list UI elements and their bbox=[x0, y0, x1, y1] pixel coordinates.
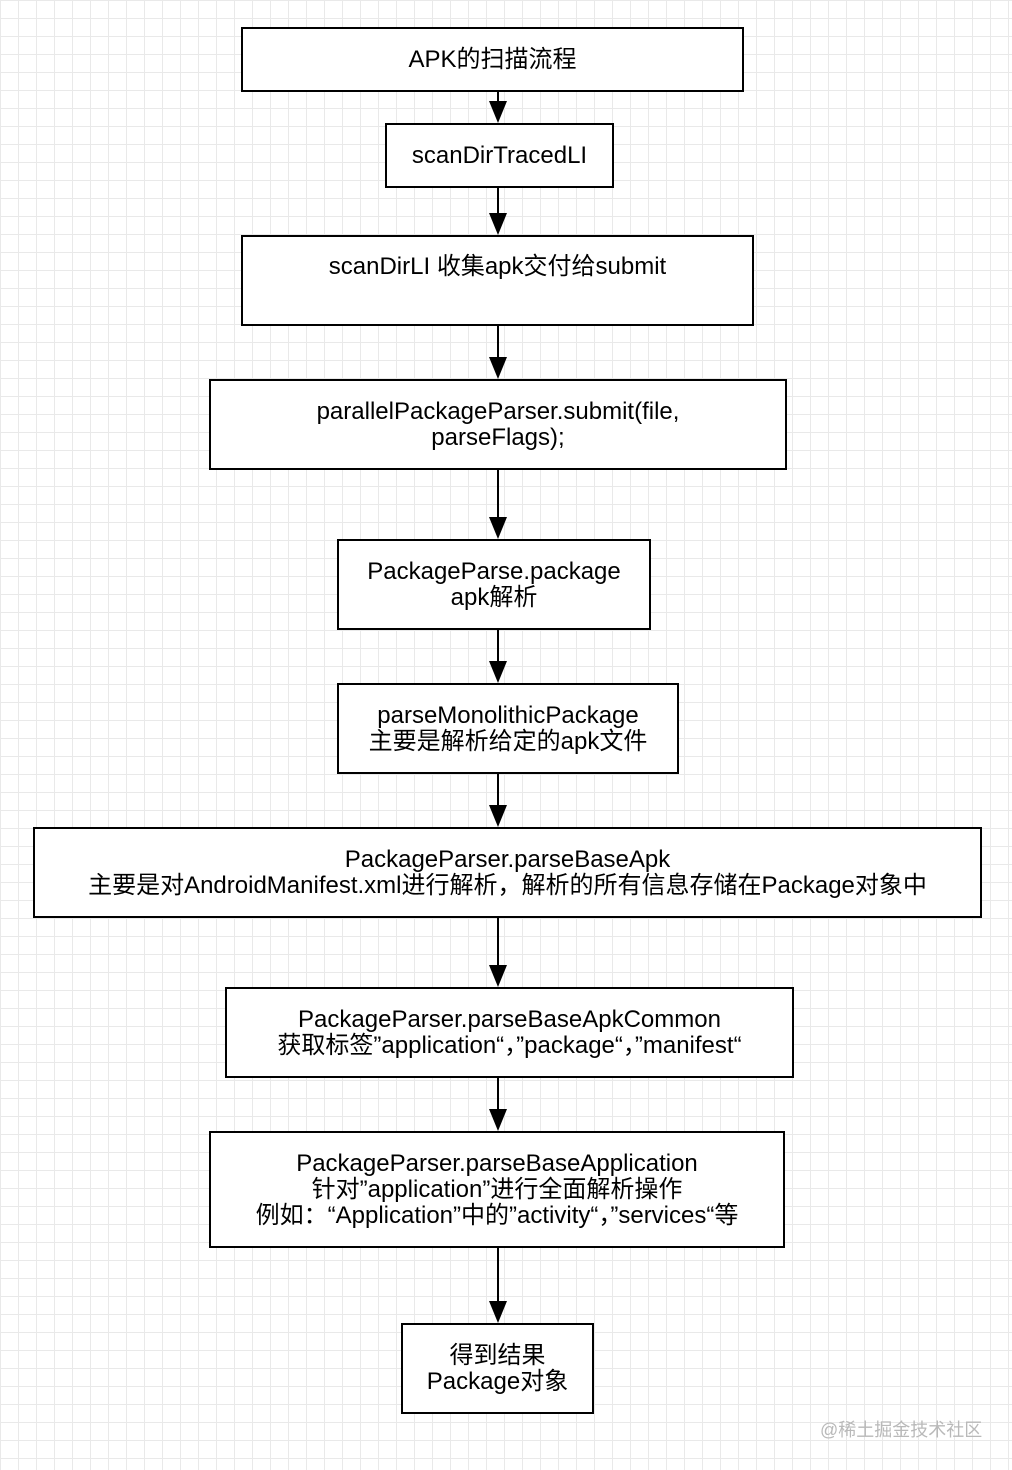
apk-scan-process-node: APK的扫描流程 bbox=[241, 27, 744, 92]
result-package-object-label-line: 得到结果 bbox=[449, 1341, 546, 1369]
parse-base-apk-label-line: 主要是对AndroidManifest.xml进行解析，解析的所有信息存储在Pa… bbox=[88, 871, 927, 899]
parallel-package-parser-submit-label-line: parseFlags); bbox=[431, 423, 565, 451]
arrow-parse-monolithic-package-to-parse-base-apk bbox=[489, 774, 507, 827]
parallel-package-parser-submit-node: parallelPackageParser.submit(file,parseF… bbox=[209, 379, 787, 470]
arrowhead-icon bbox=[489, 965, 507, 987]
scan-dir-traced-li-node: scanDirTracedLI bbox=[385, 123, 614, 188]
arrowhead-icon bbox=[489, 1301, 507, 1323]
scan-dir-li-label-line: scanDirLI 收集apk交付给submit bbox=[328, 253, 667, 280]
scan-dir-traced-li-label-line: scanDirTracedLI bbox=[411, 141, 588, 169]
parallel-package-parser-submit-label-line: parallelPackageParser.submit(file, bbox=[316, 397, 680, 425]
parse-base-application-label-line: PackageParser.parseBaseApplication bbox=[296, 1149, 698, 1177]
arrow-apk-scan-process-to-scan-dir-traced-li bbox=[489, 92, 507, 123]
arrowhead-icon bbox=[489, 357, 507, 379]
parse-base-application-label-line: 例如：“Application”中的”activity“，”services“等 bbox=[255, 1201, 739, 1229]
arrowhead-icon bbox=[489, 805, 507, 827]
arrow-parse-base-application-to-result-package-object bbox=[489, 1248, 507, 1323]
package-parse-package-label-line: PackageParse.package bbox=[367, 557, 621, 585]
arrowhead-icon bbox=[489, 1109, 507, 1131]
arrowhead-icon bbox=[489, 101, 507, 123]
parse-base-apk-common-label-line: PackageParser.parseBaseApkCommon bbox=[298, 1005, 721, 1033]
arrow-scan-dir-li-to-parallel-package-parser-submit bbox=[489, 326, 507, 379]
arrow-parallel-package-parser-submit-to-package-parse-package bbox=[489, 470, 507, 539]
apk-scan-process-label-line: APK的扫描流程 bbox=[408, 45, 577, 73]
scan-dir-li-node: scanDirLI 收集apk交付给submit bbox=[241, 235, 754, 326]
watermark: @稀土掘金技术社区 bbox=[820, 1420, 983, 1440]
arrow-scan-dir-traced-li-to-scan-dir-li bbox=[489, 188, 507, 235]
arrowhead-icon bbox=[489, 517, 507, 539]
parse-base-application-label-line: 针对”application”进行全面解析操作 bbox=[311, 1175, 683, 1203]
parse-base-apk-label-line: PackageParser.parseBaseApk bbox=[344, 845, 671, 873]
arrowhead-icon bbox=[489, 213, 507, 235]
arrow-package-parse-package-to-parse-monolithic-package bbox=[489, 630, 507, 683]
arrowhead-icon bbox=[489, 661, 507, 683]
parse-monolithic-package-label-line: 主要是解析给定的apk文件 bbox=[368, 727, 648, 755]
package-parse-package-label-line: apk解析 bbox=[450, 583, 538, 611]
arrow-parse-base-apk-common-to-parse-base-application bbox=[489, 1078, 507, 1131]
parse-monolithic-package-label-line: parseMonolithicPackage bbox=[377, 701, 639, 729]
arrow-parse-base-apk-to-parse-base-apk-common bbox=[489, 918, 507, 987]
parse-base-apk-common-label-line: 获取标签”application“，”package“，”manifest“ bbox=[277, 1031, 742, 1059]
result-package-object-label-line: Package对象 bbox=[426, 1367, 569, 1395]
